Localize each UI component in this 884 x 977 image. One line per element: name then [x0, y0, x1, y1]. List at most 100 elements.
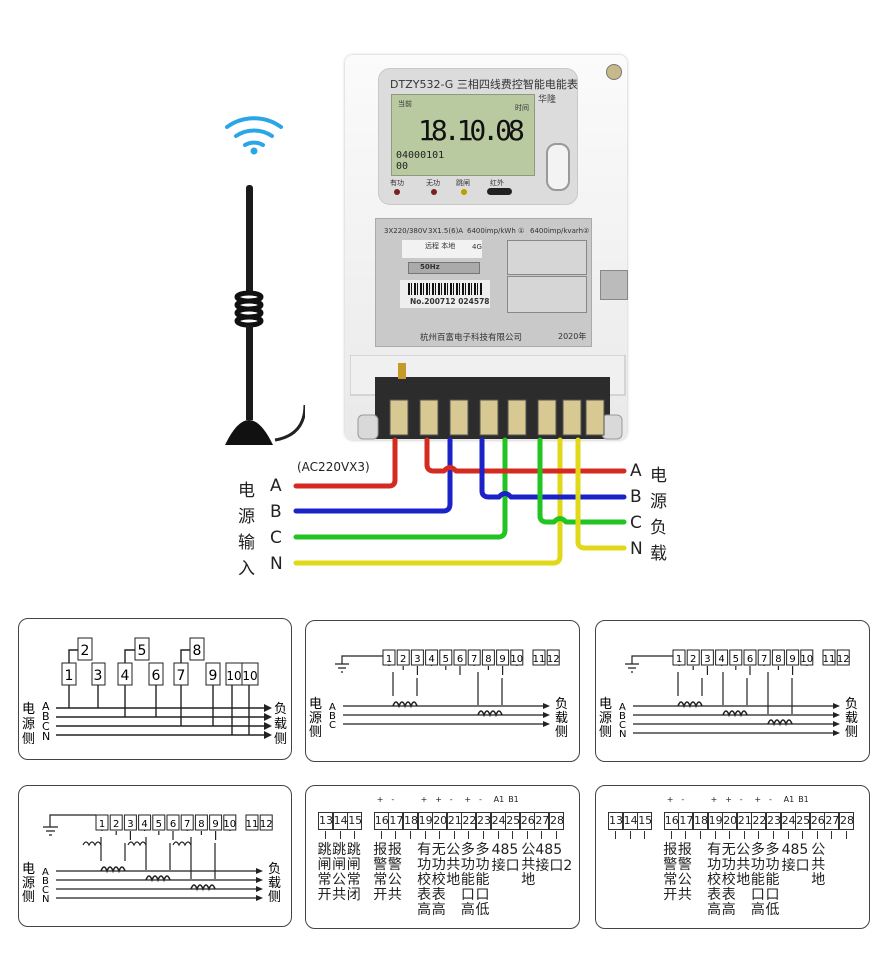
phase-label: A — [42, 867, 49, 878]
load-side-label: 载 — [555, 711, 568, 726]
terminal-8 — [771, 649, 785, 666]
terminal-14: 14 — [622, 812, 638, 830]
phase-label: C — [329, 720, 336, 731]
terminal-17: 17 — [388, 812, 404, 830]
terminal-11 — [532, 649, 546, 666]
svg-text:N: N — [42, 730, 50, 743]
voltage-note: (AC220VX3) — [297, 460, 370, 474]
terminal-label: 7 — [471, 654, 477, 665]
terminal-caption: 报警公共 — [677, 842, 692, 903]
terminal-caption: 有功校表高 — [417, 842, 432, 918]
terminal-8: 8 — [193, 643, 202, 659]
terminal-caption: 接口 — [781, 858, 810, 874]
output-phase-b: B — [630, 487, 642, 507]
terminal-6: 6 — [152, 668, 161, 684]
input-title-char: 源 — [238, 507, 255, 527]
output-title-char: 电 — [650, 466, 667, 486]
terminal-3: 3 — [94, 668, 103, 684]
antenna — [225, 116, 305, 445]
polarity-sign: + — [725, 795, 732, 804]
wire-in-b — [293, 437, 453, 514]
terminal-label: 8 — [485, 654, 491, 665]
svg-text:B: B — [42, 710, 50, 723]
input-title-char: 入 — [238, 559, 255, 579]
barcode — [400, 280, 490, 308]
terminal-28: 28 — [839, 812, 854, 830]
source-side-label: 电 — [22, 862, 35, 877]
phase-label: C — [42, 885, 49, 896]
lcd-screen — [391, 94, 535, 176]
terminal-label: 5 — [733, 654, 739, 665]
phase-label: B — [42, 876, 49, 887]
terminal-label: 6 — [747, 654, 753, 665]
source-side-label: 电 — [309, 697, 322, 712]
terminal-11 — [245, 814, 259, 831]
terminal-15: 15 — [637, 812, 653, 830]
terminal-label: 5 — [443, 654, 449, 665]
terminal-block — [350, 355, 626, 440]
svg-text:侧: 侧 — [274, 732, 287, 747]
terminal-18: 18 — [403, 812, 418, 830]
terminal-caption: 接口 — [491, 858, 520, 874]
terminal-caption: 公共地 — [736, 842, 751, 888]
svg-text:A: A — [42, 700, 50, 713]
polarity-sign: + — [435, 795, 442, 804]
meter-button[interactable] — [546, 143, 570, 191]
svg-text:C: C — [42, 720, 50, 733]
terminal-caption: 多功能口高 — [460, 842, 475, 918]
wire-out-a — [424, 437, 627, 474]
terminal-2: 2 — [81, 643, 90, 659]
terminal-7 — [757, 649, 771, 666]
polarity-sign: + — [420, 795, 428, 804]
polarity-sign: - — [391, 795, 395, 804]
terminal-8 — [481, 649, 495, 666]
terminal-label: 8 — [775, 654, 781, 665]
terminal-label: 6 — [457, 654, 463, 665]
wire-out-n — [575, 437, 627, 551]
terminal-6 — [453, 649, 467, 666]
terminal-16: 16 — [373, 812, 389, 830]
source-side-label: 侧 — [599, 725, 612, 740]
polarity-sign: - — [769, 795, 772, 804]
output-phase-a: A — [630, 461, 642, 481]
phase-label: N — [619, 729, 626, 740]
output-phase-c: C — [630, 513, 642, 533]
terminal-label: 8 — [198, 819, 204, 830]
indicator-infrared: 红外 — [490, 179, 504, 187]
polarity-sign: + — [666, 795, 674, 804]
year: 2020年 — [558, 332, 587, 341]
terminal-caption: 多功能口低 — [475, 842, 490, 918]
terminal-label: 2 — [400, 654, 406, 665]
terminal-23: 23 — [476, 812, 491, 830]
terminal-14: 14 — [332, 812, 348, 830]
lcd-label-current: 当前 — [398, 100, 412, 108]
load-side-label: 负 — [845, 697, 858, 712]
terminal-2 — [686, 649, 700, 666]
terminal-28: 28 — [549, 812, 564, 830]
terminal-9 — [209, 814, 223, 831]
terminal-label: 9 — [499, 654, 505, 665]
terminal-label: 9 — [212, 819, 218, 830]
polarity-sign: B1 — [798, 795, 809, 804]
terminal-5 — [439, 649, 453, 666]
input-phase-n: N — [270, 554, 283, 574]
terminal-label: 12 — [260, 819, 273, 830]
terminal-6 — [166, 814, 180, 831]
polarity-sign: + — [464, 795, 472, 804]
svg-text:载: 载 — [274, 717, 287, 732]
terminal-3 — [700, 649, 714, 666]
terminal-5 — [152, 814, 166, 831]
terminal-20: 20 — [722, 812, 738, 830]
diagram-ct-4wire — [595, 620, 870, 762]
terminal-10 — [223, 814, 237, 831]
terminal-caption: 485 — [491, 842, 519, 858]
polarity-sign: + — [754, 795, 762, 804]
terminal-caption: 485 — [535, 842, 563, 858]
indicator-active: 有功 — [390, 179, 404, 187]
phase-label: B — [329, 711, 336, 722]
terminal-label: 11 — [533, 654, 546, 665]
lcd-sub: 00 — [396, 161, 409, 172]
terminal-label: 5 — [156, 819, 162, 830]
terminal-10b: 10 — [242, 669, 257, 683]
aux-terminal-diagram-full — [305, 785, 580, 929]
